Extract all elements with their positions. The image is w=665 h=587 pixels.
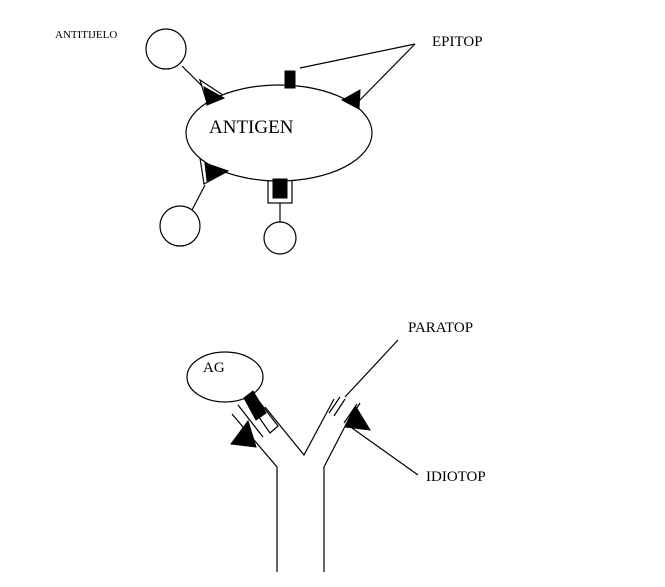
idiotope-label: IDIOTOP bbox=[426, 469, 486, 485]
epitope-leader-1 bbox=[299, 43, 416, 69]
epitope-leader-2 bbox=[357, 43, 416, 103]
epitope-marker-right bbox=[340, 89, 361, 110]
epitope-marker-bottom bbox=[272, 178, 288, 199]
paratope-label: PARATOP bbox=[408, 320, 473, 336]
paratope-leader bbox=[344, 339, 399, 398]
ag-epitope-bar bbox=[243, 390, 267, 421]
ag-label: AG bbox=[203, 360, 225, 376]
antibody-y-outline bbox=[231, 398, 356, 572]
antibody-label: ANTITIJELO bbox=[55, 29, 117, 41]
idiotope-marker-right bbox=[344, 406, 371, 431]
bottom-diagram: AG PARATOP IDIOTOP bbox=[186, 320, 486, 572]
ag-ellipse bbox=[186, 351, 264, 403]
idiotope-leader bbox=[351, 427, 419, 476]
epitope-marker-left-lower bbox=[204, 162, 230, 182]
epitope-marker-left-upper bbox=[203, 86, 226, 106]
epitope-label: EPITOP bbox=[432, 34, 483, 50]
top-diagram: ANTITIJELO EPITOP ANTIGEN bbox=[55, 28, 483, 255]
antigen-label: ANTIGEN bbox=[209, 117, 294, 138]
idiotope-marker-left bbox=[230, 419, 257, 448]
epitope-marker-top bbox=[284, 70, 296, 89]
